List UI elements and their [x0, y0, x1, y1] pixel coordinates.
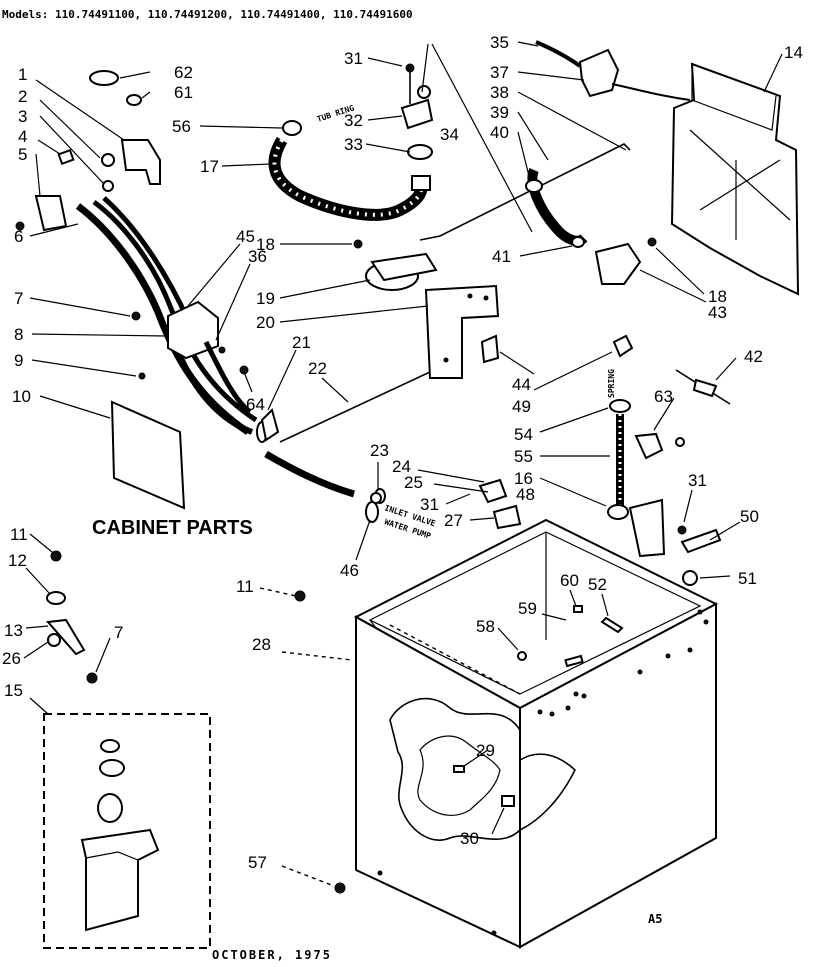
callout-3: 3	[18, 107, 27, 126]
callout-31b: 31	[688, 471, 707, 490]
callout-29: 29	[476, 741, 495, 760]
callout-38: 38	[490, 83, 509, 102]
callout-23: 23	[370, 441, 389, 460]
callout-37: 37	[490, 63, 509, 82]
callout-44: 44	[512, 375, 531, 394]
leader-lines	[23, 41, 783, 887]
callout-18b: 18	[708, 287, 727, 306]
callout-numbers: 1 2 3 4 5 6 7 8 9 10 11 12 13 7 26 15 62…	[2, 33, 803, 872]
part-60	[573, 605, 583, 613]
callout-9: 9	[14, 351, 23, 370]
callout-26: 26	[2, 649, 21, 668]
part-30	[501, 795, 515, 807]
callout-2: 2	[18, 87, 27, 106]
callout-63: 63	[654, 387, 673, 406]
callout-22: 22	[308, 359, 327, 378]
left-small-parts	[45, 70, 522, 894]
callout-50: 50	[740, 507, 759, 526]
callout-24: 24	[392, 457, 411, 476]
callout-59: 59	[518, 599, 537, 618]
part-58	[517, 651, 527, 661]
diagram-title: CABINET PARTS	[92, 517, 253, 539]
spring-part-label: SPRING	[607, 369, 616, 398]
callout-18: 18	[256, 235, 275, 254]
callout-16: 16	[514, 469, 533, 488]
callout-60: 60	[560, 571, 579, 590]
callout-62: 62	[174, 63, 193, 82]
callout-7: 7	[14, 289, 23, 308]
part-29	[453, 765, 465, 773]
page-code: A5	[648, 912, 662, 926]
callout-57: 57	[248, 853, 267, 872]
callout-17: 17	[200, 157, 219, 176]
models-header: Models: 110.74491100, 110.74491200, 110.…	[2, 8, 413, 21]
callout-19: 19	[256, 289, 275, 308]
diagram-date: OCTOBER, 1975	[212, 948, 332, 962]
part-59	[564, 654, 584, 668]
callout-54: 54	[514, 425, 533, 444]
callout-32: 32	[344, 111, 363, 130]
callout-41: 41	[492, 247, 511, 266]
callout-39: 39	[490, 103, 509, 122]
callout-40: 40	[490, 123, 509, 142]
callout-30: 30	[460, 829, 479, 848]
callout-61: 61	[174, 83, 193, 102]
callout-14: 14	[784, 43, 803, 62]
callout-55: 55	[514, 447, 533, 466]
callout-34: 34	[440, 125, 459, 144]
callout-5: 5	[18, 145, 27, 164]
tub-ring-hose-17	[268, 120, 431, 221]
callout-58: 58	[476, 617, 495, 636]
callout-20: 20	[256, 313, 275, 332]
callout-46: 46	[340, 561, 359, 580]
callout-10: 10	[12, 387, 31, 406]
part-10	[110, 400, 186, 510]
left-hose-assembly	[15, 139, 386, 523]
right-top-parts	[419, 40, 800, 586]
callout-36: 36	[248, 247, 267, 266]
callout-8: 8	[14, 325, 23, 344]
callout-31: 31	[344, 49, 363, 68]
callout-45: 45	[236, 227, 255, 246]
callout-56: 56	[172, 117, 191, 136]
callout-11b: 11	[236, 577, 254, 596]
callout-43: 43	[708, 303, 727, 322]
callout-51: 51	[738, 569, 757, 588]
callout-13: 13	[4, 621, 23, 640]
callout-4: 4	[18, 127, 27, 146]
callout-15: 15	[4, 681, 23, 700]
callout-21: 21	[292, 333, 311, 352]
callout-52: 52	[588, 575, 607, 594]
part-14	[670, 62, 800, 296]
kit-box-15	[43, 713, 211, 949]
center-top-parts	[260, 63, 500, 443]
callout-49: 49	[512, 397, 531, 416]
callout-11: 11	[10, 525, 28, 544]
callout-35: 35	[490, 33, 509, 52]
callout-1: 1	[18, 65, 27, 84]
callout-31c: 31	[420, 495, 439, 514]
callout-64: 64	[246, 395, 265, 414]
cabinet-28	[353, 518, 719, 949]
callout-12: 12	[8, 551, 27, 570]
callout-6: 6	[14, 227, 23, 246]
callout-7b: 7	[114, 623, 123, 642]
callout-48: 48	[516, 485, 535, 504]
callout-27: 27	[444, 511, 463, 530]
callout-28: 28	[252, 635, 271, 654]
callout-33: 33	[344, 135, 363, 154]
callout-42: 42	[744, 347, 763, 366]
callout-25: 25	[404, 473, 423, 492]
part-52	[600, 616, 624, 634]
